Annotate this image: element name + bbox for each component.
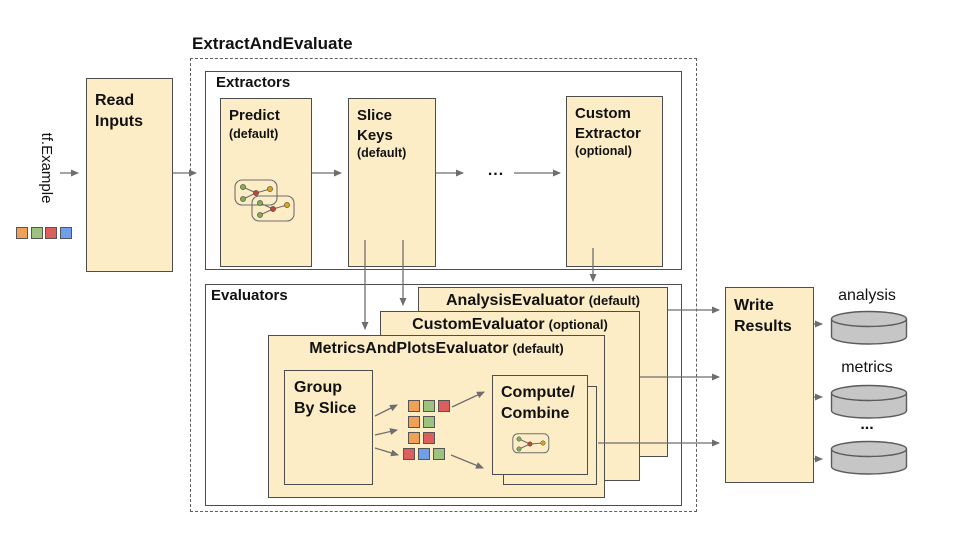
compute-combine-box: Compute/ Combine [492,375,588,475]
read-inputs-box: Read Inputs [86,78,173,272]
orange-square [408,432,420,444]
tf-example-label: tf.Example [38,132,55,204]
slice-grid-row [408,416,435,428]
slice-keys-qualifier: (default) [357,146,407,160]
read-inputs-label: Read Inputs [95,92,143,131]
red-square [423,432,435,444]
red-square [403,448,415,460]
red-square [45,227,57,239]
combine-graph-icon [512,433,550,454]
predict-label: Predict [229,107,280,124]
extractors-label: Extractors [216,74,291,91]
predict-extractor-box: Predict (default) [220,98,312,267]
custom-evaluator-qualifier: (optional) [548,317,608,332]
write-results-box: Write Results [725,287,814,483]
predict-qualifier: (default) [229,126,279,141]
evaluators-label: Evaluators [211,287,288,304]
red-square [438,400,450,412]
metrics-plots-evaluator-label: MetricsAndPlotsEvaluator [309,340,509,357]
group-by-slice-label: Group By Slice [294,379,357,418]
slice-grid-row [403,448,445,460]
custom-evaluator-label: CustomEvaluator [412,316,545,333]
analysis-evaluator-label: AnalysisEvaluator [445,292,585,309]
analysis-datastore-icon [830,310,908,345]
custom-extractor-box: Custom Extractor (optional) [566,96,663,267]
green-square [30,227,43,239]
analysis-output-label: analysis [838,287,896,304]
custom-extractor-label: Custom Extractor [575,105,641,142]
blue-square [418,448,430,460]
green-square [423,416,435,428]
custom-extractor-qualifier: (optional) [575,144,632,158]
extract-and-evaluate-boundary [190,58,697,512]
metrics-datastore-icon [830,384,908,419]
other-datastore-icon [830,440,908,475]
slice-keys-extractor-box: Slice Keys (default) [348,98,436,267]
analysis-evaluator-qualifier: (default) [588,293,640,308]
more-outputs-ellipsis: ... [860,416,874,433]
page-title: ExtractAndEvaluate [192,34,353,53]
green-square [433,448,445,460]
tf-example-squares [16,227,72,239]
extractors-ellipsis: ... [487,162,505,179]
orange-square [16,227,28,239]
slice-grid-row [408,432,435,444]
model-graph-icon [234,179,295,222]
write-results-label: Write Results [734,297,792,336]
orange-square [408,400,420,412]
green-square [423,400,435,412]
blue-square [59,227,72,239]
slice-keys-label: Slice Keys [357,107,393,144]
metrics-plots-evaluator-qualifier: (default) [512,341,564,356]
slice-grid-row [408,400,450,412]
group-by-slice-box: Group By Slice [284,370,373,485]
compute-combine-label: Compute/ Combine [501,384,575,423]
metrics-output-label: metrics [841,359,893,376]
orange-square [408,416,420,428]
